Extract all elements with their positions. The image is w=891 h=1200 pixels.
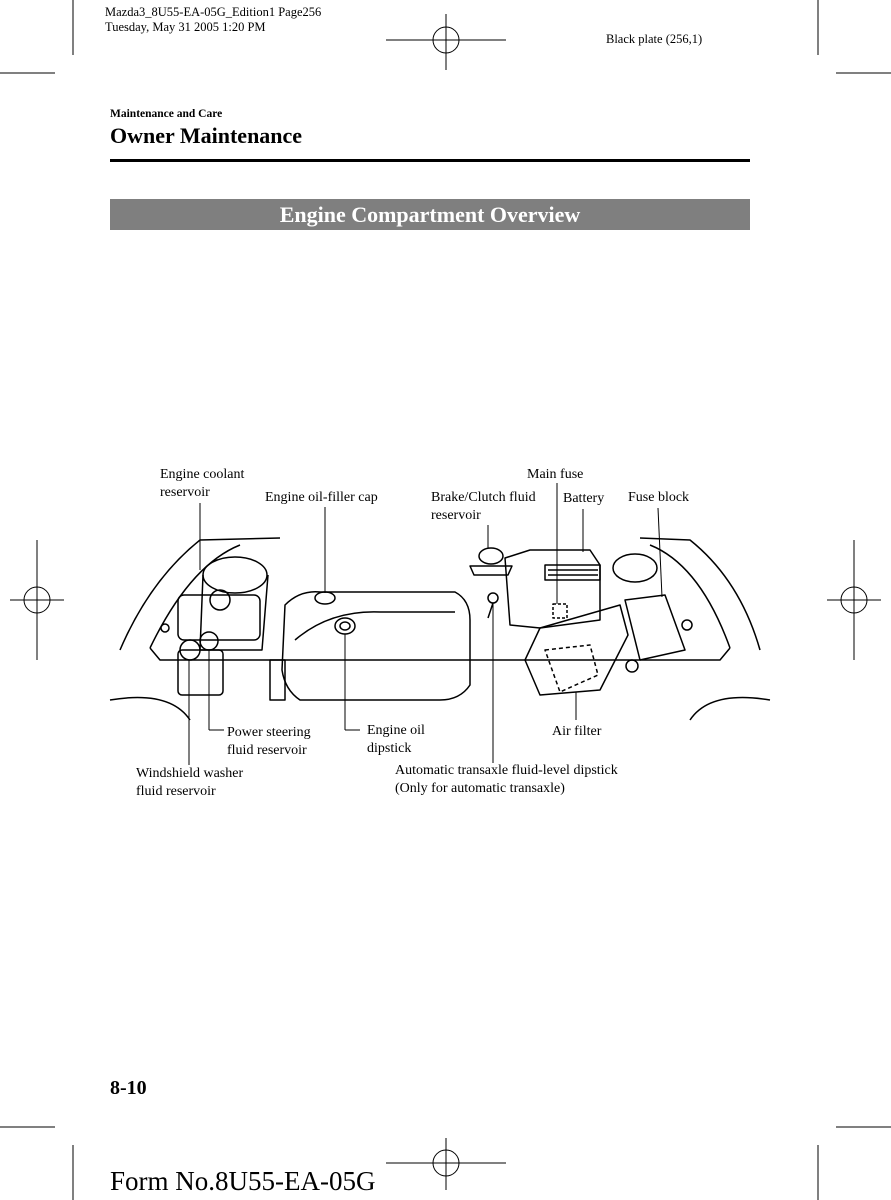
plate-info: Black plate (256,1): [606, 32, 703, 46]
registration-target-right: [827, 540, 881, 660]
registration-target-top: [386, 14, 506, 70]
label-main-fuse: Main fuse: [527, 467, 584, 482]
label-engine-coolant-reservoir: Engine coolant reservoir: [160, 467, 245, 500]
label-air-filter: Air filter: [552, 724, 602, 739]
form-number: Form No.8U55-EA-05G: [110, 1166, 376, 1196]
label-windshield-washer-fluid-reservoir: Windshield washer fluid reservoir: [136, 766, 244, 799]
chapter-title: Owner Maintenance: [110, 123, 303, 148]
registration-target-left: [10, 540, 64, 660]
print-info: Mazda3_8U55-EA-05G_Edition1 Page256 Tues…: [105, 5, 322, 34]
label-engine-oil-filler-cap: Engine oil-filler cap: [265, 490, 378, 505]
label-battery: Battery: [563, 491, 605, 506]
registration-target-bottom: [386, 1138, 506, 1190]
section-label: Maintenance and Care: [110, 108, 223, 120]
label-fuse-block: Fuse block: [628, 490, 690, 505]
label-power-steering-fluid-reservoir: Power steering fluid reservoir: [227, 725, 311, 758]
title-rule: [110, 159, 750, 162]
section-banner: Engine Compartment Overview: [110, 199, 750, 230]
label-engine-oil-dipstick: Engine oil dipstick: [367, 723, 425, 756]
label-brake-clutch-fluid-reservoir: Brake/Clutch fluid reservoir: [431, 490, 536, 523]
page-number: 8-10: [110, 1077, 147, 1099]
label-automatic-transaxle-dipstick: Automatic transaxle fluid-level dipstick…: [395, 763, 618, 796]
